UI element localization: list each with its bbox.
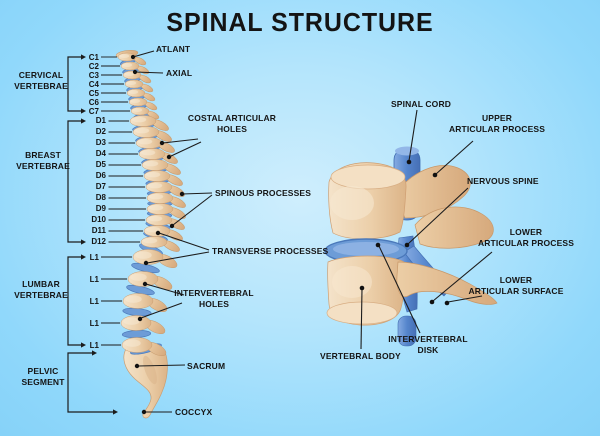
label-sacrum: SACRUM: [187, 361, 226, 371]
lower-articular-process-shape: [396, 261, 498, 305]
spine-column-drawing: [115, 49, 186, 357]
vertebra-label: D9: [95, 204, 106, 213]
vertebra-index-lines: [101, 56, 146, 346]
left-leader-dots: [130, 54, 185, 415]
right-leader-dots: [359, 159, 450, 306]
left-leader-lines: [132, 50, 213, 413]
bracket-cervical: [67, 56, 81, 112]
vertebra-label: D4: [95, 149, 106, 158]
vertebra-label: L1: [89, 296, 99, 306]
vertebra-label: D11: [91, 226, 106, 235]
vertebra-label: L1: [89, 252, 99, 262]
vertebra-label: D1: [95, 116, 106, 125]
vertebra-label: L1: [89, 274, 99, 284]
label-axial: AXIAL: [166, 68, 193, 78]
bracket-pelvic: [67, 352, 113, 413]
vertebra-label: L1: [89, 318, 99, 328]
vertebra-label: C2: [88, 61, 99, 71]
vertebra-label: C6: [88, 97, 99, 107]
label-nervous-spine: NERVOUS SPINE: [467, 176, 539, 186]
vertebra-label: D5: [95, 160, 106, 169]
vertebra-label: L1: [89, 340, 99, 350]
label-transverse-processes: TRANSVERSE PROCESSES: [212, 246, 329, 256]
vertebra-label: D7: [95, 182, 106, 191]
right-leader-lines: [360, 109, 493, 350]
vertebra-closeup-drawing: [324, 146, 498, 347]
label-vertebral-body: VERTEBRAL BODY: [320, 351, 401, 361]
vertebra-label: C5: [88, 88, 99, 98]
vertebra-label: C3: [88, 70, 99, 80]
bracket-lumbar: [67, 256, 81, 346]
bracket-breast: [67, 120, 81, 243]
label-atlant: ATLANT: [156, 44, 191, 54]
label-coccyx: COCCYX: [175, 407, 213, 417]
vertebra-label: C1: [88, 52, 99, 62]
vertebra-label: D8: [95, 193, 106, 202]
page-title: SPINAL STRUCTURE: [166, 7, 434, 37]
vertebra-label: D10: [91, 215, 106, 224]
label-spinal-cord: SPINAL CORD: [390, 99, 452, 109]
vertebra-label: D12: [91, 237, 106, 246]
vertebra-label: C7: [88, 106, 99, 116]
vertebra-label: D3: [95, 138, 106, 147]
group-brackets: [67, 56, 113, 413]
label-spinous-processes: SPINOUS PROCESSES: [215, 188, 312, 198]
vertebra-label: C4: [88, 79, 99, 89]
vertebra-label: D6: [95, 171, 106, 180]
vertebra-label: D2: [95, 127, 106, 136]
bracket-arrowheads: [81, 54, 118, 415]
